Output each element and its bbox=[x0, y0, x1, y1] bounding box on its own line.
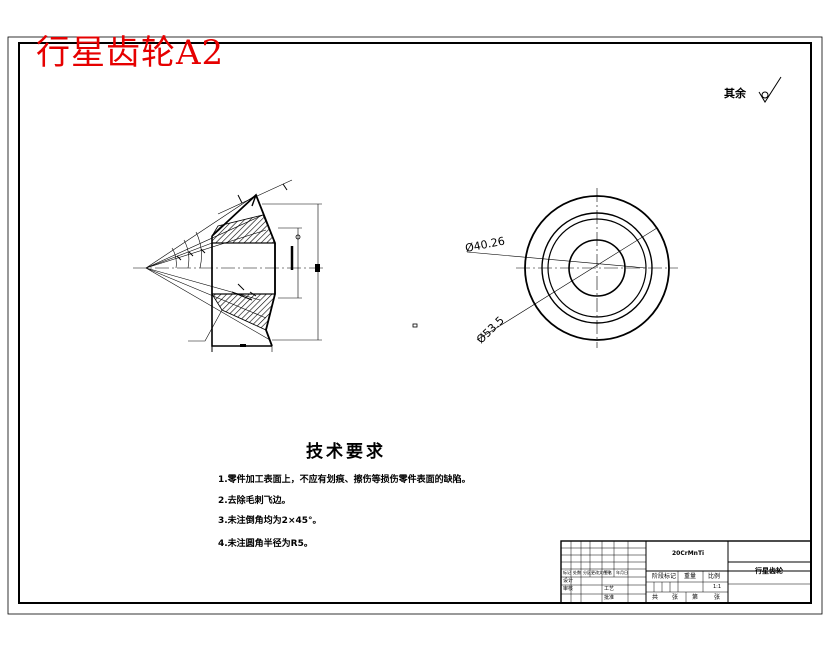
sign-row-count: 处数 bbox=[573, 570, 581, 575]
requirement-item: 4.未注圆角半径为R5。 bbox=[218, 539, 313, 549]
angle-label-marks bbox=[176, 248, 206, 261]
surface-finish-symbol bbox=[758, 76, 782, 103]
small-mark bbox=[412, 323, 418, 328]
scale-label: 比例 bbox=[708, 573, 721, 580]
row-review: 审核 bbox=[563, 586, 574, 592]
gear-end-view bbox=[466, 188, 678, 348]
material-label: 20CrMnTi bbox=[672, 550, 705, 557]
sign-row-mark: 标记 bbox=[563, 570, 571, 575]
sign-row-date: 年月日 bbox=[616, 570, 628, 575]
stage-mark-label: 阶段标记 bbox=[652, 573, 677, 580]
sheet-title: 行星齿轮A2 bbox=[36, 33, 225, 73]
weight-label: 重量 bbox=[684, 573, 697, 580]
gear-section-view bbox=[133, 179, 323, 352]
sheet-number-label: 第 bbox=[692, 594, 699, 601]
sign-row-sign: 签名 bbox=[604, 570, 612, 575]
tip-circle bbox=[524, 195, 670, 341]
row-design: 设计 bbox=[563, 578, 574, 584]
scale-value: 1:1 bbox=[713, 584, 722, 590]
row-process: 工艺 bbox=[604, 586, 615, 592]
sign-row-doc: 更改文件号 bbox=[591, 570, 611, 575]
part-name-label: 行星齿轮 bbox=[755, 567, 783, 575]
surface-finish-label: 其余 bbox=[724, 87, 746, 100]
title-block-grid bbox=[560, 540, 812, 604]
requirement-item: 3.未注倒角均为2×45°。 bbox=[218, 516, 322, 526]
pitch-circle bbox=[541, 212, 653, 324]
row-approve: 批准 bbox=[604, 595, 615, 601]
outer-diameter-label: Ø53.5 bbox=[474, 314, 507, 346]
bore-circle bbox=[568, 239, 626, 297]
sheet-unit-label: 张 bbox=[714, 594, 721, 601]
bore-outline bbox=[211, 242, 276, 295]
sheet-total-label: 共 bbox=[652, 594, 659, 601]
outer-border bbox=[7, 36, 823, 615]
sheet-unit-label: 张 bbox=[672, 594, 679, 601]
inner-diameter-label: Ø40.26 bbox=[464, 235, 506, 255]
sign-row-zone: 分区 bbox=[583, 570, 591, 575]
requirement-item: 1.零件加工表面上，不应有划痕、擦伤等损伤零件表面的缺陷。 bbox=[218, 475, 471, 485]
requirement-item: 2.去除毛刺飞边。 bbox=[218, 496, 291, 506]
inner-border bbox=[18, 42, 812, 604]
technical-requirements-heading: 技术要求 bbox=[306, 442, 386, 462]
